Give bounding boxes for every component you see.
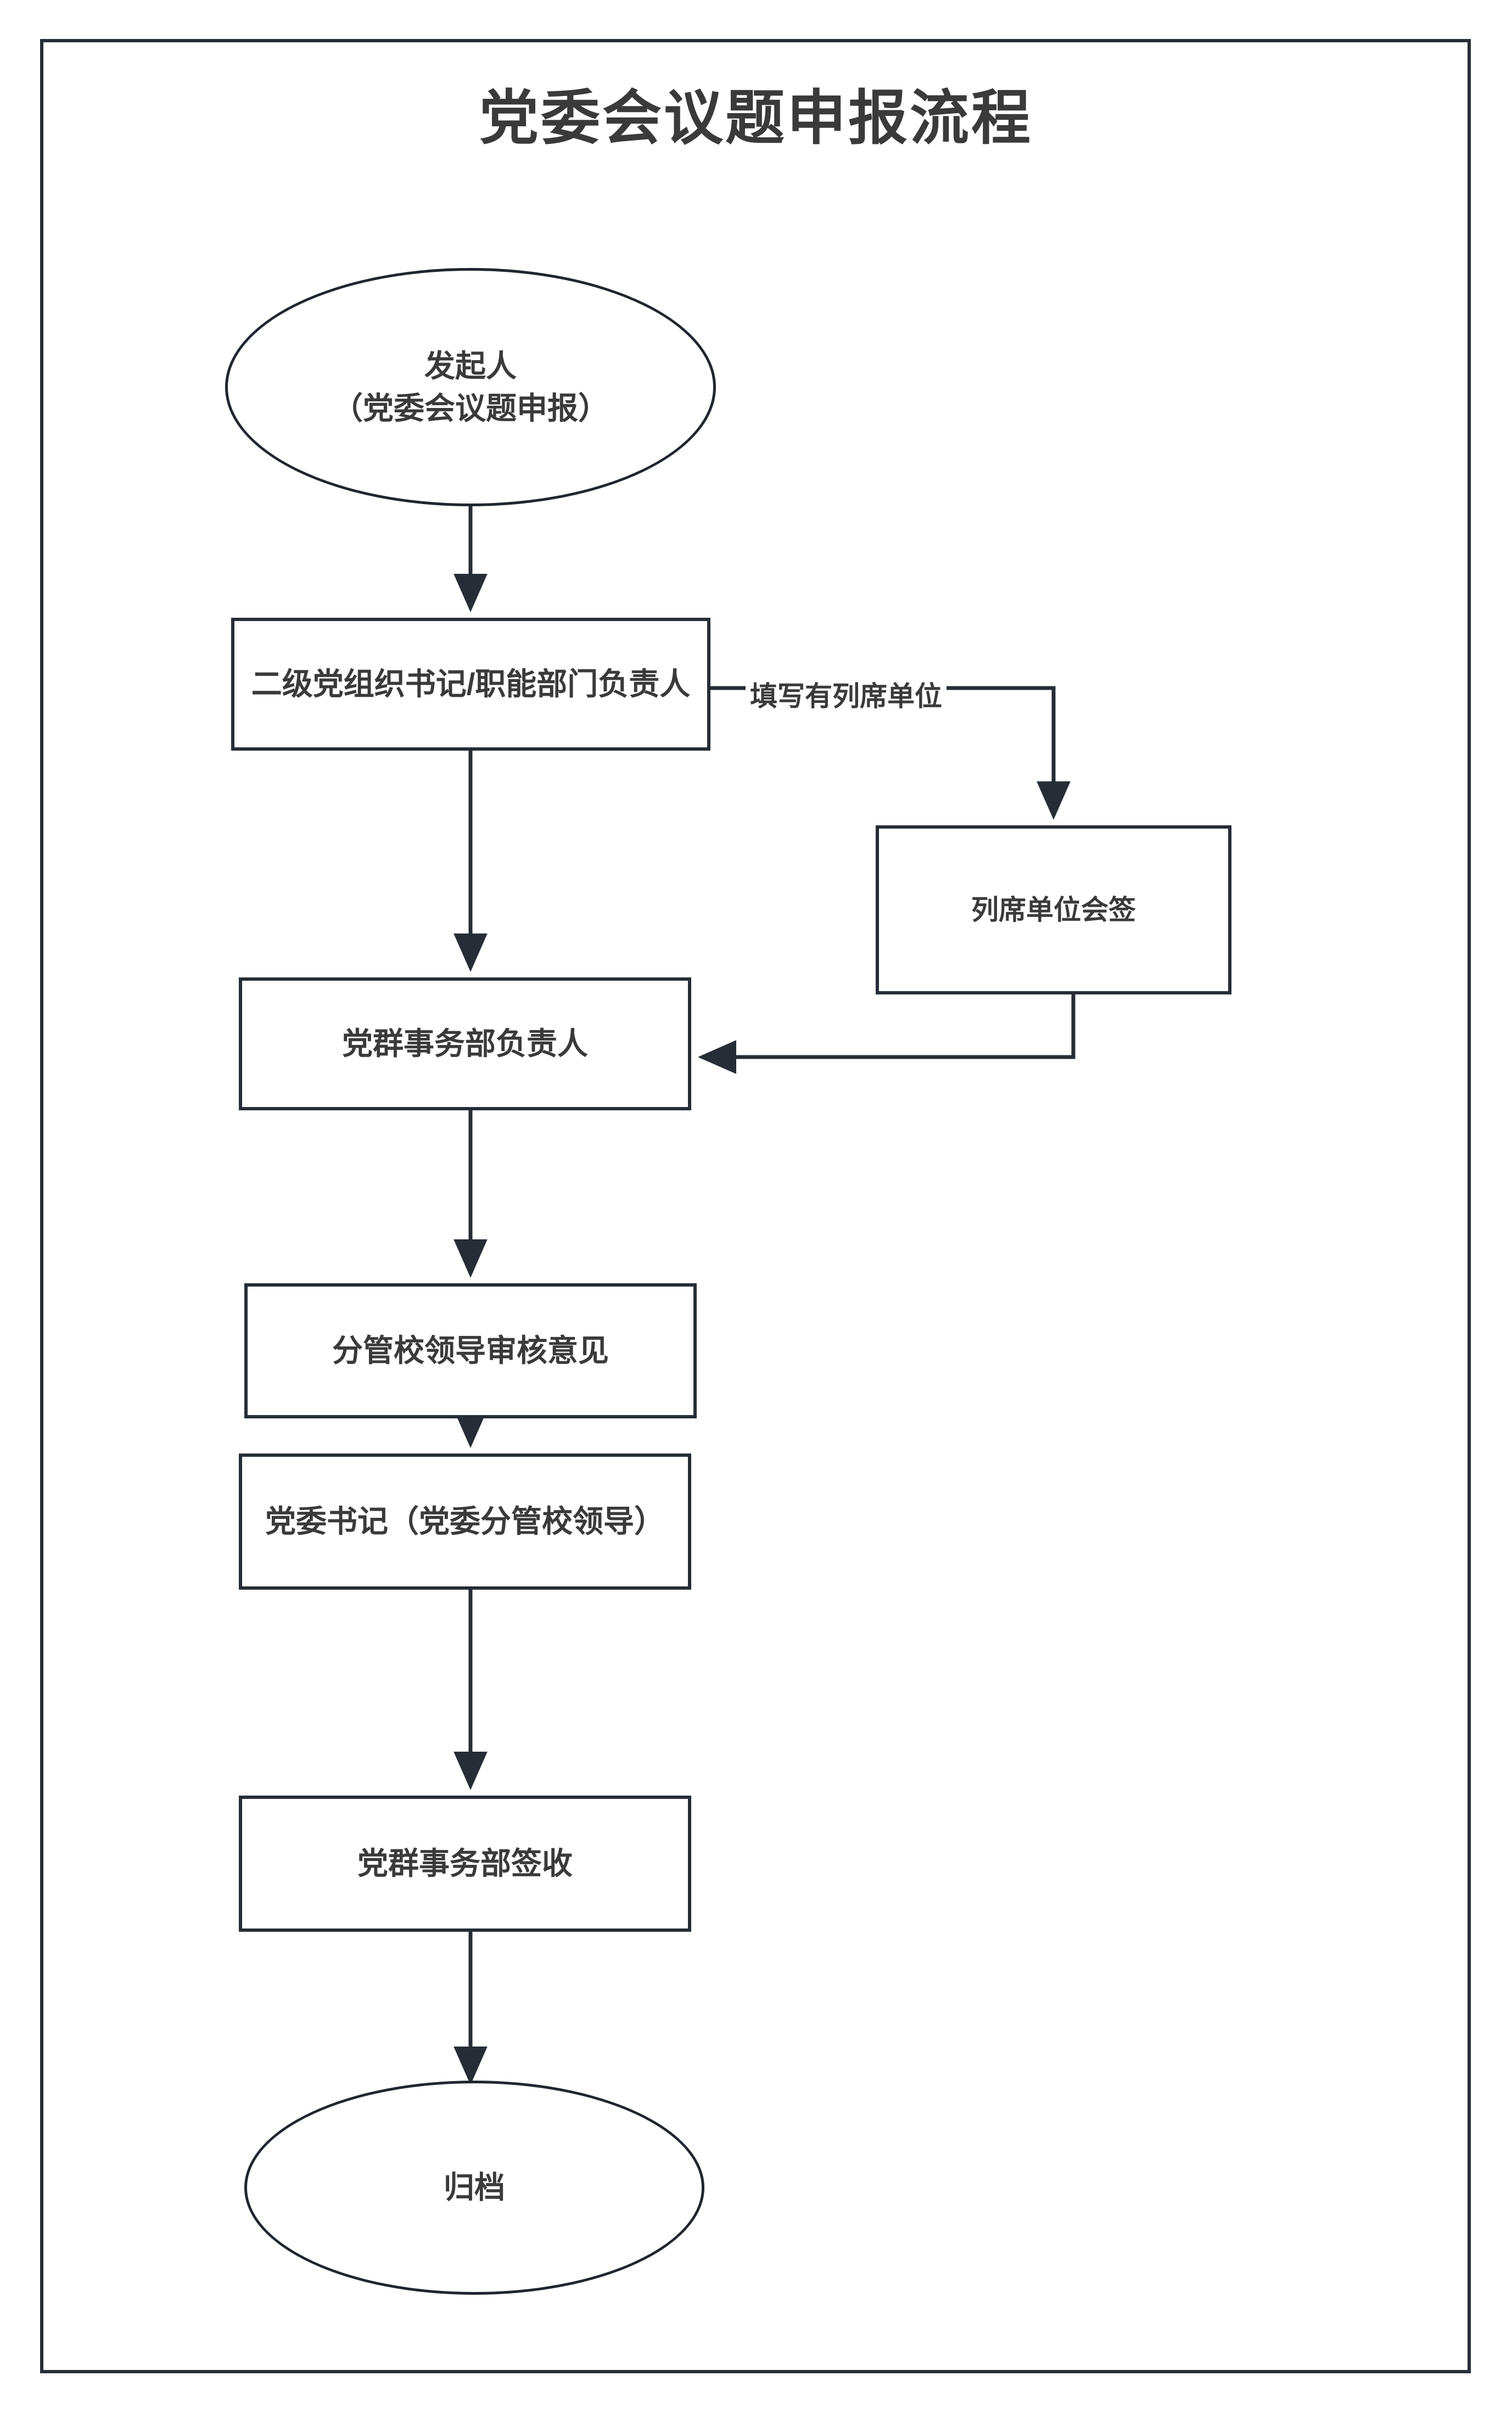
node-party-affairs-receive[interactable]: 党群事务部签收 bbox=[239, 1796, 691, 1932]
node-party-affairs-head-label: 党群事务部负责人 bbox=[342, 1026, 588, 1061]
edge-label-fill-attending-units: 填写有列席单位 bbox=[746, 674, 947, 714]
node-attending-units-countersign[interactable]: 列席单位会签 bbox=[876, 825, 1231, 994]
node-secondary-party-secretary[interactable]: 二级党组织书记/职能部门负责人 bbox=[231, 618, 710, 751]
node-start-line1: 发起人 bbox=[424, 348, 517, 383]
node-party-affairs-head[interactable]: 党群事务部负责人 bbox=[239, 977, 691, 1110]
node-attending-units-countersign-label: 列席单位会签 bbox=[971, 894, 1136, 925]
node-archive[interactable]: 归档 bbox=[244, 2081, 704, 2295]
node-start-line2: （党委会议题申报） bbox=[332, 391, 609, 426]
page-title: 党委会议题申报流程 bbox=[479, 85, 1033, 151]
node-start-initiator[interactable]: 发起人 （党委会议题申报） bbox=[225, 268, 716, 506]
node-archive-label: 归档 bbox=[444, 2170, 505, 2205]
node-party-committee-secretary[interactable]: 党委书记（党委分管校领导） bbox=[239, 1454, 691, 1590]
node-party-committee-secretary-label: 党委书记（党委分管校领导） bbox=[265, 1504, 665, 1539]
node-party-affairs-receive-label: 党群事务部签收 bbox=[357, 1846, 573, 1881]
node-vice-president-review-label: 分管校领导审核意见 bbox=[332, 1333, 609, 1368]
node-vice-president-review[interactable]: 分管校领导审核意见 bbox=[244, 1283, 697, 1418]
node-start-label: 发起人 （党委会议题申报） bbox=[228, 345, 713, 430]
page-border bbox=[40, 39, 1471, 2373]
node-secondary-party-secretary-label: 二级党组织书记/职能部门负责人 bbox=[251, 667, 691, 702]
